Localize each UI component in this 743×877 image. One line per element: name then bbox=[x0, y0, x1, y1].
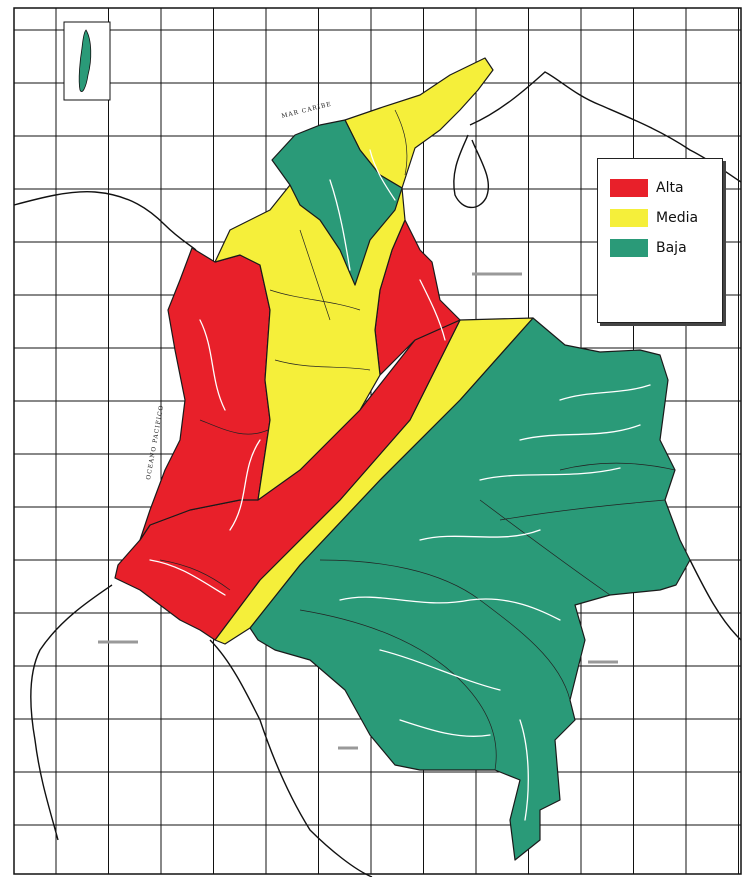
legend-item-media: Media bbox=[610, 207, 698, 229]
river bbox=[229, 439, 261, 531]
sea-label-north: MAR CARIBE bbox=[281, 101, 333, 120]
panama-border bbox=[13, 190, 197, 251]
river bbox=[519, 424, 641, 441]
dept-border bbox=[319, 559, 571, 701]
river bbox=[149, 559, 226, 596]
rivers bbox=[149, 149, 651, 821]
river bbox=[419, 529, 541, 541]
legend-swatch-media bbox=[610, 209, 648, 227]
venezuela-border bbox=[469, 71, 742, 183]
risk-regions bbox=[114, 57, 691, 861]
legend-label-media: Media bbox=[656, 210, 699, 226]
river bbox=[399, 719, 491, 737]
island-inset bbox=[63, 21, 111, 101]
dept-border bbox=[479, 499, 611, 596]
country-borders bbox=[13, 71, 742, 877]
brazil-border bbox=[689, 559, 742, 641]
dept-border bbox=[299, 229, 331, 321]
river bbox=[329, 179, 351, 271]
river bbox=[199, 319, 226, 411]
legend-swatch-alta bbox=[610, 179, 648, 197]
dept-border bbox=[274, 359, 371, 371]
peru-border bbox=[209, 639, 373, 877]
river bbox=[519, 719, 529, 821]
dept-border bbox=[269, 289, 361, 311]
dept-border bbox=[159, 559, 231, 591]
dept-border bbox=[559, 462, 676, 471]
dept-border bbox=[499, 499, 666, 521]
scale-markers bbox=[98, 272, 618, 750]
legend-item-baja: Baja bbox=[610, 237, 687, 259]
venezuela-loop bbox=[453, 134, 490, 209]
river bbox=[379, 649, 501, 691]
river bbox=[369, 149, 396, 201]
legend-swatch-baja bbox=[610, 239, 648, 257]
legend-label-baja: Baja bbox=[656, 240, 687, 256]
sea-label-west: OCEANO PACIFICO bbox=[145, 404, 165, 480]
legend-item-alta: Alta bbox=[610, 177, 684, 199]
river bbox=[339, 596, 561, 621]
river bbox=[559, 384, 651, 401]
legend: Alta Media Baja bbox=[597, 158, 723, 323]
dept-border bbox=[199, 419, 269, 435]
region-baja-east bbox=[249, 317, 691, 861]
map-frame bbox=[13, 7, 742, 875]
dept-border bbox=[394, 109, 408, 176]
river bbox=[419, 279, 446, 341]
region-alta-west bbox=[139, 247, 271, 541]
island-shape bbox=[78, 29, 92, 92]
ecuador-border bbox=[30, 584, 113, 841]
legend-label-alta: Alta bbox=[656, 180, 684, 196]
river bbox=[479, 467, 621, 481]
